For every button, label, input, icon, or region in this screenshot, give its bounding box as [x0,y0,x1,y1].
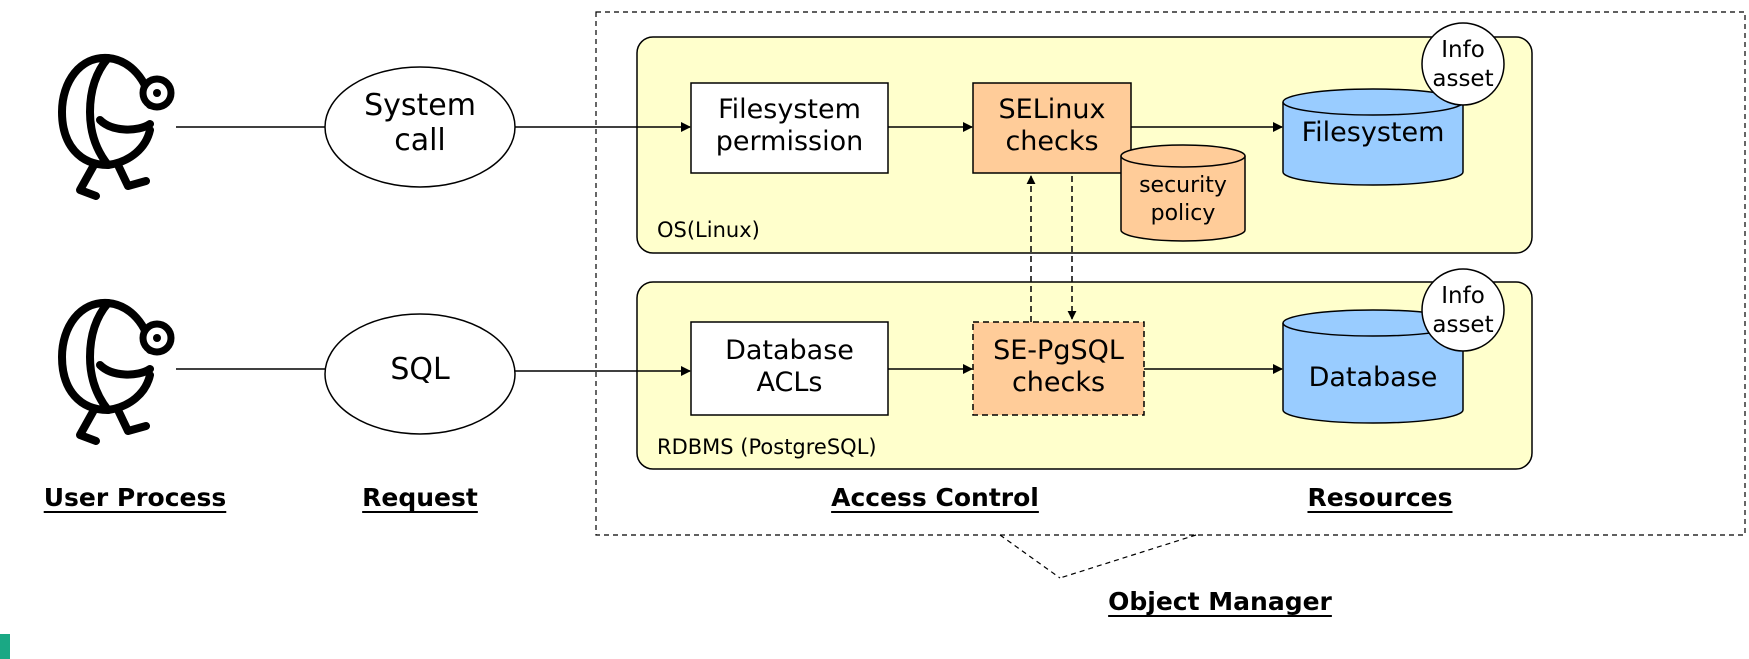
info-asset-circle-db [1421,268,1505,352]
heading-request: Request [362,483,478,512]
info-asset-circle-os [1421,22,1505,106]
syscall-label: System call [364,88,476,159]
info-asset-label-os: Info asset [1432,37,1494,92]
object-manager-boundary [595,11,1746,536]
heading-access-control: Access Control [831,483,1039,512]
database-acls-label: Database ACLs [725,335,854,398]
selinux-checks-label: SELinux checks [998,94,1106,157]
heading-object-manager: Object Manager [1108,587,1332,616]
accent-bar [0,634,10,659]
object-manager-callout-line [1059,534,1197,579]
info-asset-label-db: Info asset [1432,283,1494,338]
filesystem-permission-label: Filesystem permission [715,94,864,157]
database-label: Database [1308,362,1438,393]
filesystem-cylinder [1282,88,1464,186]
database-cylinder [1282,309,1464,424]
person-figure-icon [58,298,175,445]
filesystem-permission-box [690,82,889,174]
object-manager-callout-line [999,534,1061,579]
sql-ellipse [324,313,516,435]
os-region-label: OS(Linux) [657,218,760,242]
heading-user-process: User Process [43,483,227,512]
person-figure-icon [58,53,175,200]
se-pgsql-checks-box [972,321,1145,416]
heading-resources: Resources [1307,483,1453,512]
filesystem-label: Filesystem [1301,117,1445,148]
security-policy-cylinder [1120,144,1246,242]
selinux-checks-box [972,82,1132,174]
database-acls-box [690,321,889,416]
rdbms-region-label: RDBMS (PostgreSQL) [657,435,877,459]
security-policy-label: security policy [1139,173,1227,226]
se-pgsql-checks-label: SE-PgSQL checks [993,335,1124,398]
sql-label: SQL [390,352,450,387]
